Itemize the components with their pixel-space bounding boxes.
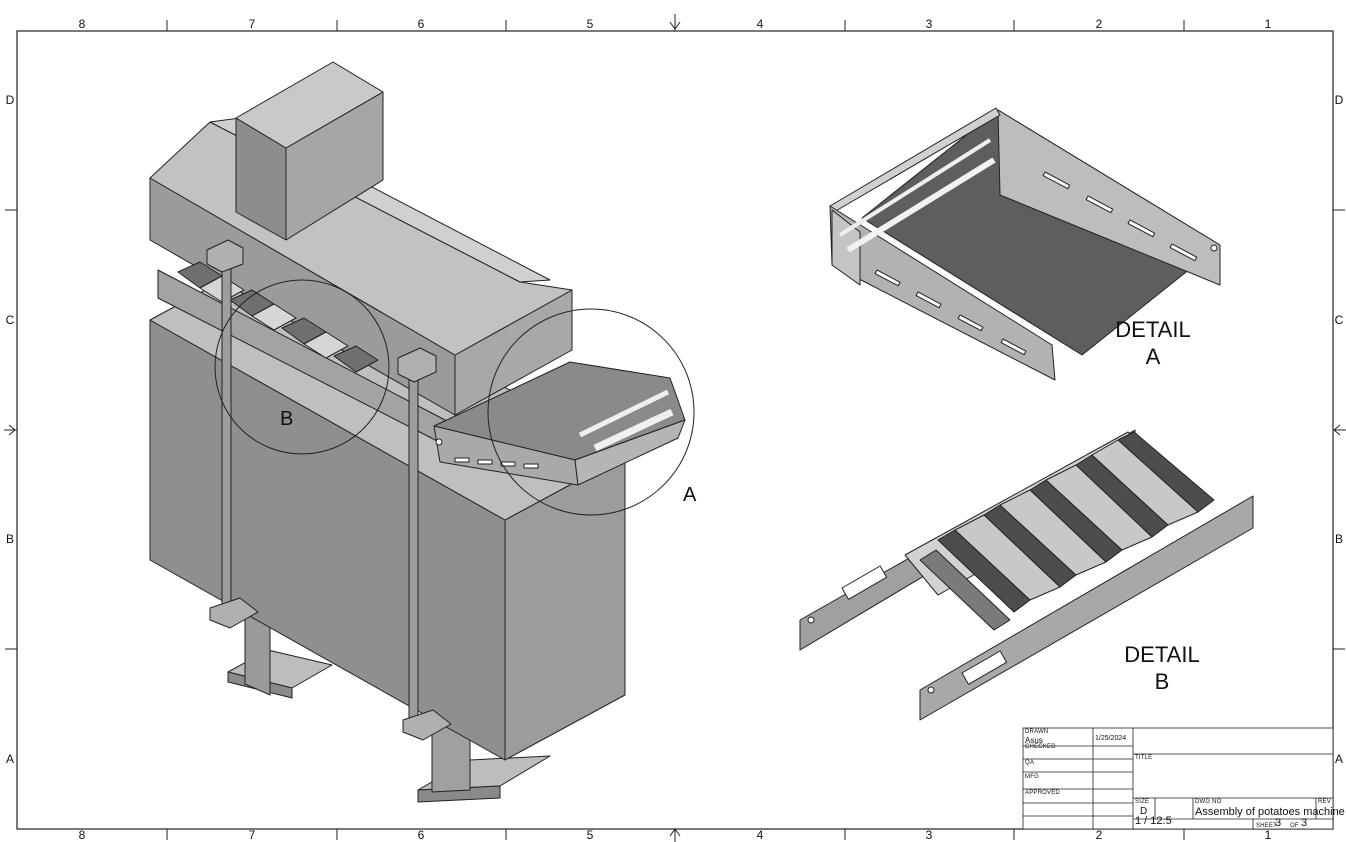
zone-col-top-1: 1 <box>1264 17 1272 31</box>
tb-approved-label: APPROVED <box>1025 790 1060 796</box>
tb-size-value: D <box>1140 806 1148 817</box>
zone-row-right-a: A <box>1334 752 1343 766</box>
detail-circle-b <box>214 279 390 455</box>
tb-qa-label: QA <box>1025 760 1035 766</box>
zone-row-right-b: B <box>1334 532 1343 546</box>
centering-marks <box>4 14 1346 842</box>
zone-row-left-c: C <box>5 313 15 327</box>
zone-col-bottom-7: 7 <box>248 828 256 842</box>
zone-col-bottom-6: 6 <box>417 828 425 842</box>
zone-row-left-a: A <box>5 752 14 766</box>
tb-title-label: TITLE <box>1135 755 1153 761</box>
tb-rev-label: REV <box>1318 799 1331 805</box>
zone-col-top-4: 4 <box>756 17 764 31</box>
detail-a-title-line1: DETAIL <box>1115 317 1191 342</box>
zone-col-bottom-4: 4 <box>756 828 764 842</box>
tb-dwg-no-label: DWG NO <box>1195 799 1222 805</box>
zone-ticks <box>5 20 1345 840</box>
detail-circle-a-label: A <box>683 484 697 506</box>
title-block <box>1022 727 1334 830</box>
detail-b-title-line2: B <box>1154 669 1170 694</box>
detail-b-title: DETAIL B <box>1117 641 1207 695</box>
tb-of-label: OF <box>1290 823 1299 829</box>
tb-dwg-no-value: Assembly of potatoes machine <box>1195 806 1345 818</box>
zone-col-bottom-1: 1 <box>1264 828 1272 842</box>
tb-of-value: 3 <box>1301 817 1308 829</box>
zone-row-right-d: D <box>1334 93 1344 107</box>
tb-mfg-label: MFG <box>1025 774 1039 780</box>
tb-size-label: SIZE <box>1135 799 1150 805</box>
tb-scale-value: 1 / 12.5 <box>1135 815 1172 827</box>
zone-col-top-2: 2 <box>1095 17 1103 31</box>
tb-sheet-value: 3 <box>1275 817 1282 829</box>
tb-sheet-label: SHEET <box>1256 823 1278 829</box>
zone-row-left-d: D <box>5 93 15 107</box>
detail-circle-b-label: B <box>280 408 294 430</box>
zone-col-top-5: 5 <box>586 17 594 31</box>
tb-drawn-by: Asus <box>1025 736 1043 745</box>
detail-a-view <box>829 107 1221 381</box>
zone-col-top-6: 6 <box>417 17 425 31</box>
tb-drawn-label: DRAWN <box>1025 729 1049 735</box>
zone-col-top-7: 7 <box>248 17 256 31</box>
detail-a-title-line2: A <box>1145 344 1161 369</box>
detail-b-view <box>799 429 1254 721</box>
zone-row-right-c: C <box>1334 313 1344 327</box>
zone-col-bottom-3: 3 <box>925 828 933 842</box>
detail-a-title: DETAIL A <box>1108 316 1198 370</box>
tb-checked-label: CHECKED <box>1025 744 1056 750</box>
detail-circle-a <box>487 308 695 516</box>
zone-col-top-8: 8 <box>78 17 86 31</box>
zone-col-bottom-5: 5 <box>586 828 594 842</box>
zone-col-bottom-8: 8 <box>78 828 86 842</box>
tb-drawn-date: 1/25/2024 <box>1095 735 1127 742</box>
zone-col-top-3: 3 <box>925 17 933 31</box>
zone-row-left-b: B <box>5 532 14 546</box>
zone-col-bottom-2: 2 <box>1095 828 1103 842</box>
detail-b-title-line1: DETAIL <box>1124 642 1200 667</box>
main-assembly-view <box>149 61 686 803</box>
